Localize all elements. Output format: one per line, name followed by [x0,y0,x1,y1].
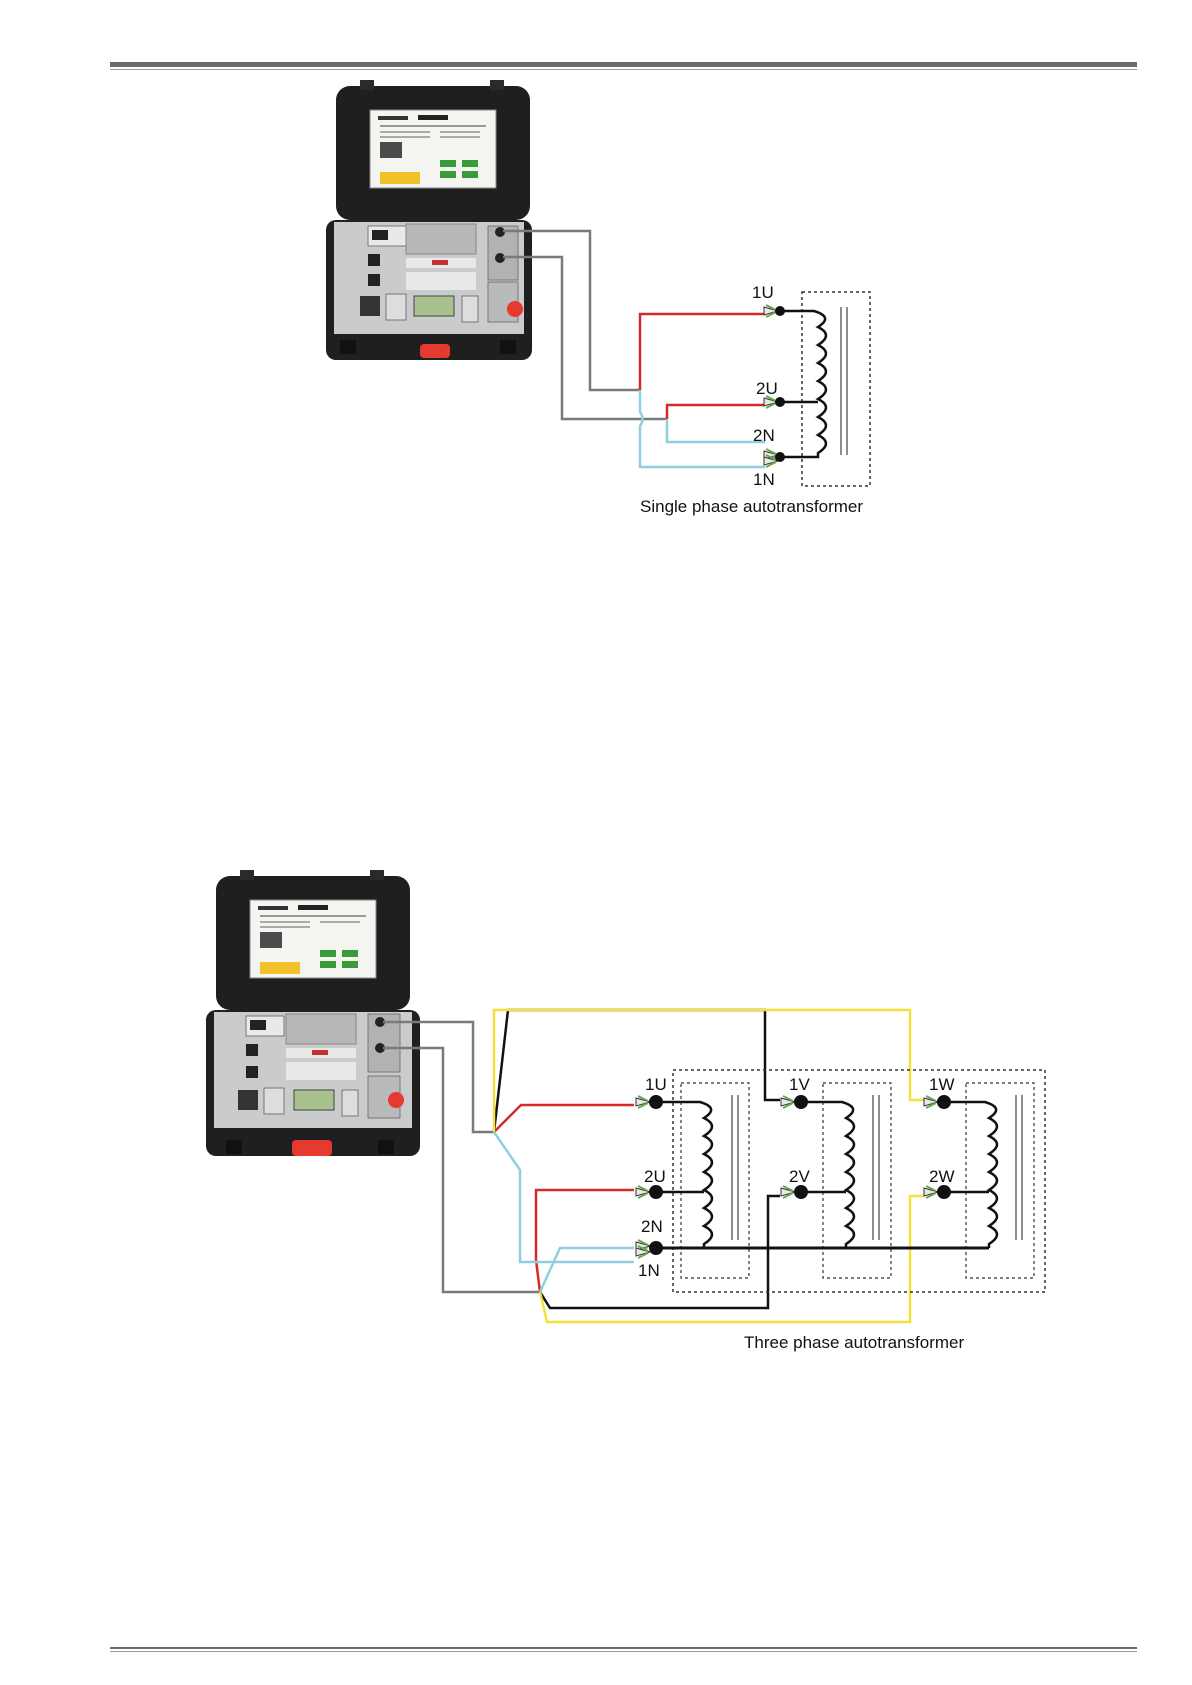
blue-lead-1n [494,1132,634,1262]
label-2u: 2U [756,379,778,398]
red-lead-2u [536,1190,634,1292]
label-2w: 2W [929,1167,955,1186]
three-phase-transformer [649,1070,1045,1292]
emergency-stop-button [507,301,523,317]
terminal-dot-1u [775,306,785,316]
label-1w: 1W [929,1075,955,1094]
caption-single-phase: Single phase autotransformer [640,497,863,516]
label-1v: 1V [789,1075,810,1094]
terminal-dot-2v [794,1185,808,1199]
label-1u: 1U [645,1075,667,1094]
terminal-dot-2n [775,452,785,462]
device-lcd [414,296,454,316]
single-phase-leads [503,231,765,467]
label-1u: 1U [752,283,774,302]
test-set-device-1 [326,80,532,360]
label-2v: 2V [789,1167,810,1186]
caption-three-phase: Three phase autotransformer [744,1333,965,1352]
terminal-dot-2u [649,1185,663,1199]
blue-lead-1n [640,390,765,467]
blue-lead-2n [540,1248,634,1292]
terminal-dot-2w [937,1185,951,1199]
device-lcd [294,1090,334,1110]
label-1n: 1N [638,1261,660,1280]
red-lead-1u [494,1105,634,1132]
blue-lead-2n [667,419,765,442]
red-lead-1u [640,314,765,390]
red-lead-2u [667,405,765,419]
terminal-dot-1u [649,1095,663,1109]
label-2u: 2U [644,1167,666,1186]
label-2n: 2N [641,1217,663,1236]
label-2n: 2N [753,426,775,445]
terminal-dot-2u [775,397,785,407]
terminal-dot-1v [794,1095,808,1109]
single-phase-diagram: 1U 2U 2N 1N Single phase autotransformer [326,80,870,516]
three-phase-diagram: 1U 2U 2N 1N 1V 2V 1W 2W Three phase auto… [206,870,1045,1352]
single-phase-transformer [775,292,870,486]
label-1n: 1N [753,470,775,489]
emergency-stop-button [388,1092,404,1108]
terminal-dot-2n [649,1241,663,1255]
black-lead-1v [494,1010,780,1132]
test-set-device-2 [206,870,420,1156]
winding-coil [780,311,826,457]
terminal-dot-1w [937,1095,951,1109]
